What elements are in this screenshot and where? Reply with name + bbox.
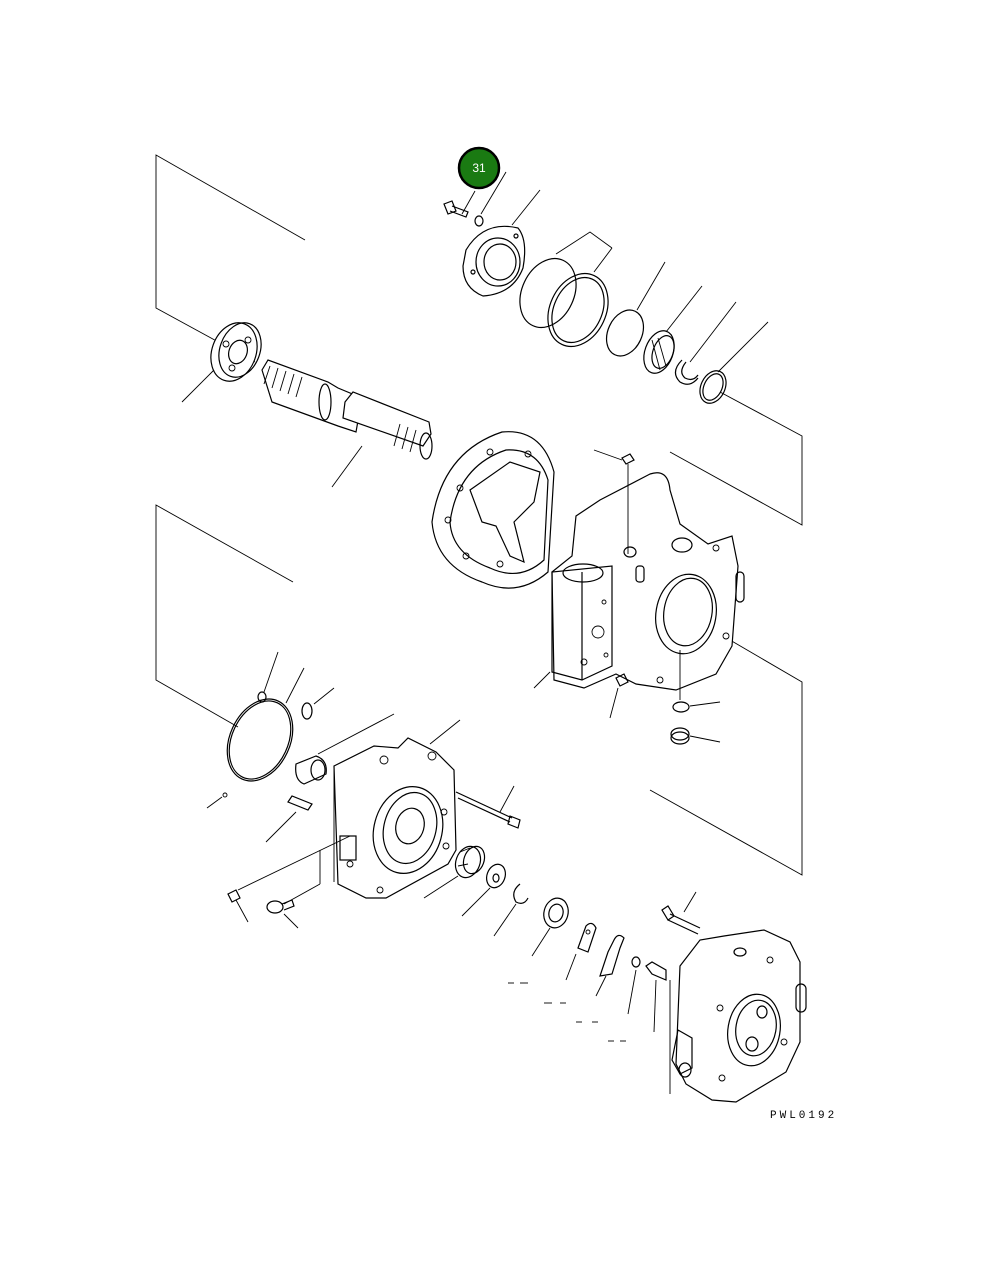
part-seal-flange[interactable] bbox=[462, 225, 526, 297]
part-oring-gasket[interactable] bbox=[215, 688, 306, 791]
part-link-lever[interactable] bbox=[577, 922, 597, 953]
part-ring[interactable] bbox=[695, 367, 731, 408]
part-retaining-ring[interactable] bbox=[513, 883, 529, 904]
part-oring-small[interactable] bbox=[599, 304, 650, 362]
part-pin-plug[interactable] bbox=[621, 453, 635, 554]
middle-group-bracket bbox=[155, 504, 803, 876]
part-eye-bolt[interactable] bbox=[266, 899, 295, 914]
part-mounting-bolt[interactable] bbox=[661, 905, 701, 935]
top-group-bracket bbox=[155, 154, 803, 526]
leader-dashes bbox=[508, 982, 626, 1042]
part-oring-large-1[interactable] bbox=[509, 249, 587, 336]
part-plug-small[interactable] bbox=[615, 673, 629, 687]
part-dowel-pin[interactable] bbox=[287, 795, 313, 811]
callout-label: 31 bbox=[472, 161, 486, 175]
part-bolt[interactable] bbox=[443, 200, 469, 218]
drawing-code: PWL0192 bbox=[770, 1110, 837, 1122]
part-washer-small[interactable] bbox=[631, 956, 641, 968]
part-roller-bearing[interactable] bbox=[638, 327, 679, 378]
part-thrust-washer[interactable] bbox=[483, 862, 508, 891]
part-tiny-ball[interactable] bbox=[222, 792, 228, 798]
part-bushing[interactable] bbox=[295, 755, 327, 785]
part-long-bolt[interactable] bbox=[455, 791, 521, 829]
part-plug-oring[interactable] bbox=[672, 701, 690, 713]
part-ball-bearing[interactable] bbox=[203, 316, 268, 387]
part-snap-ring[interactable] bbox=[674, 359, 699, 385]
part-plug-bolt[interactable] bbox=[645, 961, 667, 981]
callout-31[interactable]: 31 bbox=[457, 146, 501, 190]
part-swash-plate-housing[interactable] bbox=[431, 431, 555, 589]
part-oring-large-2[interactable] bbox=[537, 264, 620, 357]
part-plug-fitting[interactable] bbox=[670, 727, 690, 745]
part-end-cover[interactable] bbox=[333, 737, 457, 899]
part-small-seal[interactable] bbox=[301, 702, 313, 720]
part-pump-case[interactable] bbox=[551, 472, 745, 691]
part-lock-plate[interactable] bbox=[599, 934, 625, 977]
part-washer[interactable] bbox=[474, 215, 484, 227]
part-gear-pump-body[interactable] bbox=[669, 929, 807, 1103]
part-screw[interactable] bbox=[227, 889, 241, 903]
part-gear[interactable] bbox=[451, 843, 488, 881]
part-drive-shaft[interactable] bbox=[261, 359, 433, 460]
part-oil-seal[interactable] bbox=[541, 895, 572, 930]
